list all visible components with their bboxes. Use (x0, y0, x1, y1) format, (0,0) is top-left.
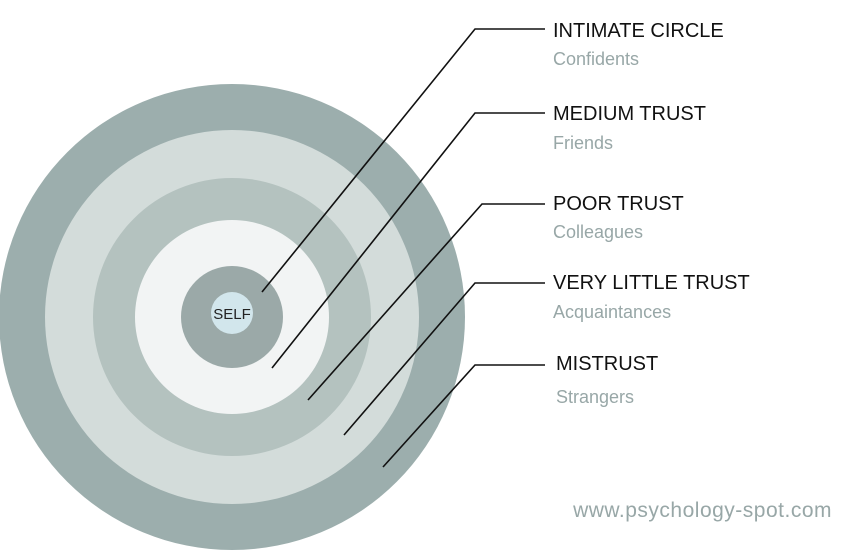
layer-subtitle-friends: Friends (553, 133, 613, 153)
layer-subtitle-colleagues: Colleagues (553, 222, 643, 242)
leader-line-medium-trust (271, 112, 545, 369)
self-label: SELF (213, 306, 251, 323)
layer-title-very-little-trust: VERY LITTLE TRUST (553, 272, 750, 294)
layer-title-medium-trust: MEDIUM TRUST (553, 103, 706, 125)
layer-title-intimate-circle: INTIMATE CIRCLE (553, 20, 724, 42)
footer-url[interactable]: www.psychology-spot.com (572, 499, 832, 522)
leader-line-intimate-circle (261, 28, 545, 293)
leader-lines (261, 28, 545, 468)
leader-line-poor-trust (307, 203, 545, 401)
layer-title-poor-trust: POOR TRUST (553, 193, 684, 215)
layer-title-mistrust: MISTRUST (556, 353, 658, 375)
layer-subtitle-acquaintances: Acquaintances (553, 302, 671, 322)
layer-subtitle-strangers: Strangers (556, 387, 634, 407)
layer-subtitle-confidents: Confidents (553, 49, 639, 69)
leader-line-mistrust (382, 364, 545, 468)
self-core (211, 292, 253, 334)
leader-line-very-little-trust (343, 282, 545, 436)
